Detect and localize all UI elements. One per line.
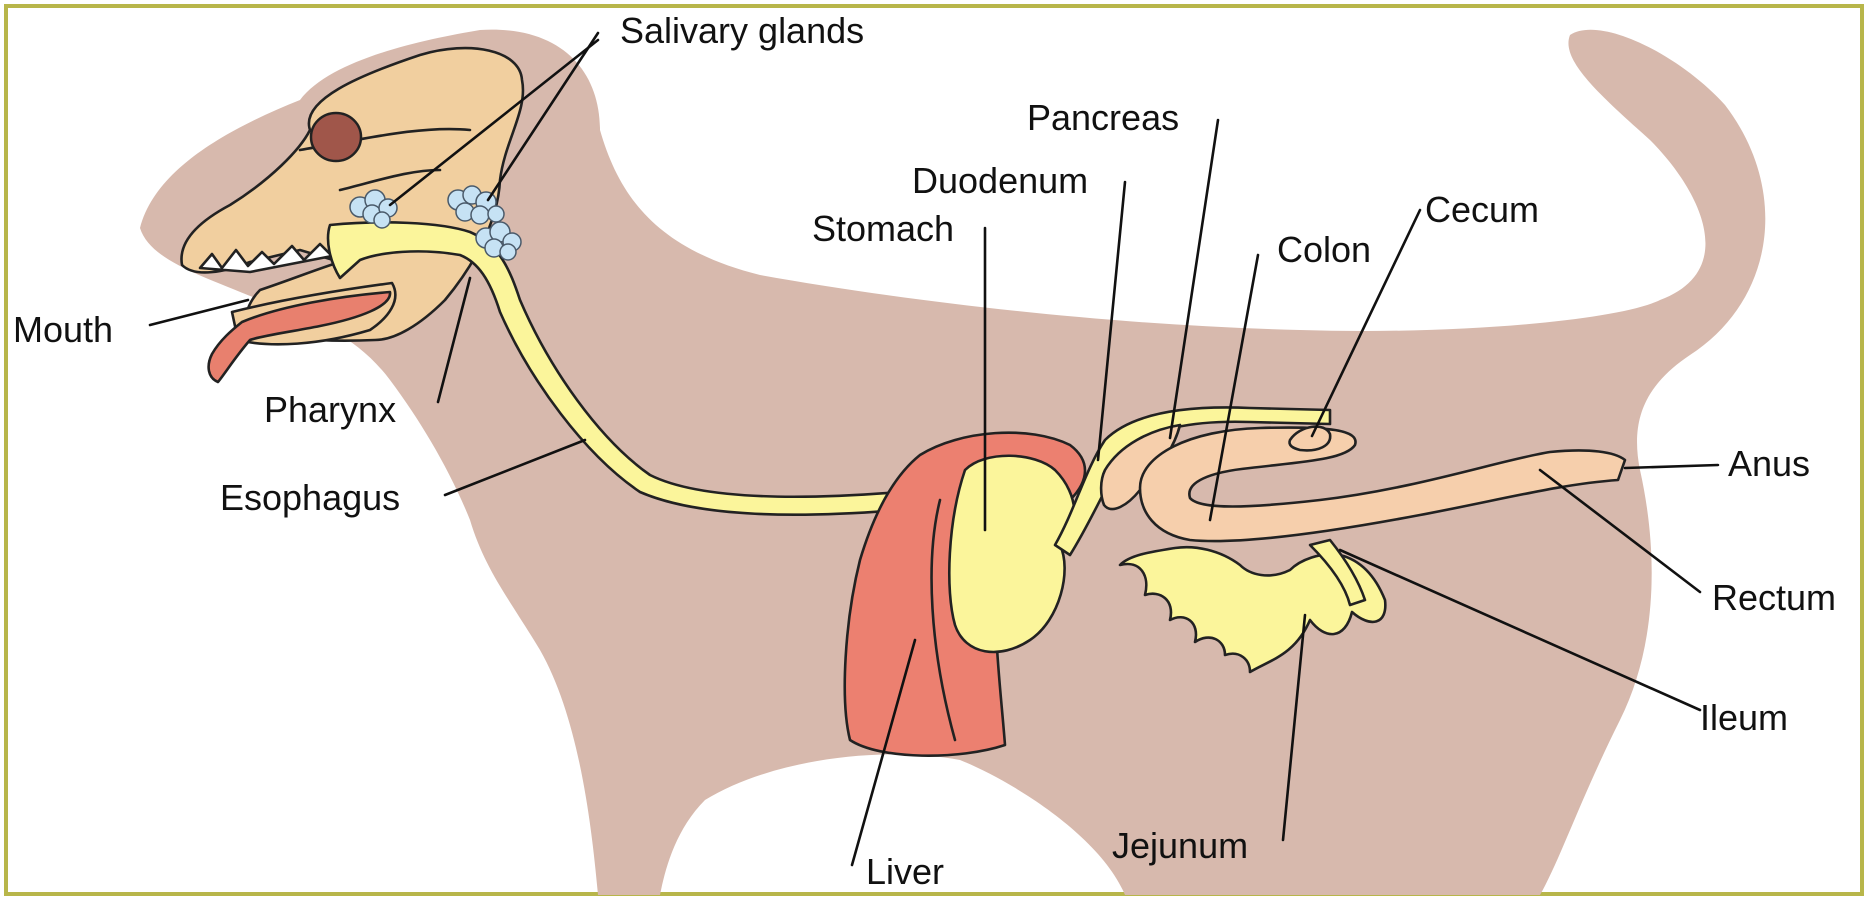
label-stomach: Stomach [812, 208, 954, 249]
label-duodenum: Duodenum [912, 160, 1088, 201]
eye-socket-icon [311, 113, 361, 161]
label-anus: Anus [1728, 443, 1810, 484]
label-ileum: Ileum [1700, 697, 1788, 738]
label-colon: Colon [1277, 229, 1371, 270]
label-mouth: Mouth [13, 309, 113, 350]
label-cecum: Cecum [1425, 189, 1539, 230]
label-salivary-glands: Salivary glands [620, 10, 864, 51]
label-liver: Liver [866, 851, 944, 892]
label-jejunum: Jejunum [1112, 825, 1248, 866]
label-esophagus: Esophagus [220, 477, 400, 518]
label-pancreas: Pancreas [1027, 97, 1179, 138]
label-pharynx: Pharynx [264, 389, 396, 430]
label-rectum: Rectum [1712, 577, 1836, 618]
